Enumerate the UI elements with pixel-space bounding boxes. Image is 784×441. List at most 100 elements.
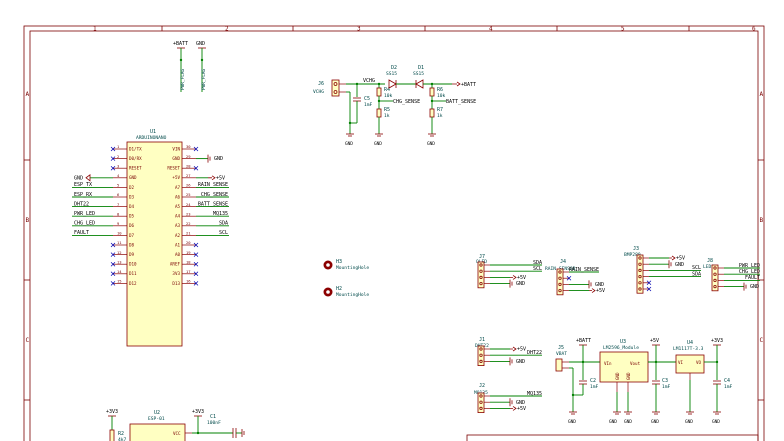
no-connect-mark <box>193 146 199 152</box>
u1-pin-name: A4 <box>175 214 181 219</box>
c4-ref: C4 <box>724 378 730 384</box>
j8-pin-3[interactable]: FAULT <box>713 275 760 282</box>
j1-pin-1[interactable]: +5V <box>479 347 526 353</box>
j7-pin-1[interactable]: SDA <box>479 260 542 267</box>
gnd-symbol <box>588 280 592 289</box>
r7-value: 1k <box>437 113 443 119</box>
j1-pin-2[interactable]: DHT22 <box>479 350 542 357</box>
j2-pin-1[interactable]: MQ135 <box>479 391 542 398</box>
r2-resistor[interactable] <box>109 429 115 441</box>
d1-diode[interactable] <box>415 79 424 89</box>
j8-pin-4[interactable]: GND <box>713 282 759 291</box>
j6-connector[interactable] <box>331 79 340 97</box>
u1-pin-name: D7 <box>129 233 135 238</box>
d2-diode[interactable] <box>388 79 397 89</box>
j1-net-label: GND <box>516 359 525 365</box>
u1-pin-left-2[interactable]: D0/RX2 <box>110 154 142 161</box>
r4-resistor[interactable] <box>376 87 382 97</box>
j4-pin-2[interactable] <box>558 275 572 281</box>
svg-text:+3V3: +3V3 <box>711 338 723 344</box>
j7-net-label: SDA <box>533 260 542 266</box>
r7-resistor[interactable] <box>429 108 435 118</box>
j1-net-label: DHT22 <box>527 350 542 356</box>
esp01-module-u2[interactable] <box>129 423 186 441</box>
j3-pin-1[interactable]: +5V <box>638 256 685 262</box>
mounting-hole-h2[interactable]: H2 MountingHole <box>323 286 370 298</box>
j4-pin-3[interactable]: GND <box>558 280 604 289</box>
no-connect-mark <box>566 275 572 281</box>
j8-net-label: FAULT <box>745 275 760 281</box>
no-connect-mark <box>110 281 116 286</box>
j7-pin-3[interactable]: +5V <box>479 275 526 281</box>
u1-pin-number: 22 <box>186 221 191 226</box>
j2-pin-2[interactable]: GND <box>479 398 525 407</box>
u1-pin-name: GND <box>172 156 180 161</box>
r6-resistor[interactable] <box>429 87 435 97</box>
j3-pin-3[interactable]: SCL <box>638 265 701 272</box>
frame-row-a: A <box>26 91 30 98</box>
u1-pin-number: 20 <box>186 240 191 245</box>
j8-pin-1[interactable]: PWR_LED <box>713 263 760 270</box>
j5-connector[interactable] <box>555 358 563 372</box>
lm2596-module-u3[interactable] <box>599 351 649 383</box>
u1-pin-left-1[interactable]: D1/TX1 <box>110 144 142 151</box>
u1-pin-number: 23 <box>186 211 191 216</box>
u4-value: LM1117T-3.3 <box>673 346 704 352</box>
u1-pin-name: A7 <box>175 185 181 190</box>
j3-pin-6[interactable] <box>638 286 652 292</box>
j2-pin-3[interactable]: +5V <box>479 406 526 412</box>
j3-pin-4[interactable]: SDA <box>638 271 701 279</box>
connector-j2[interactable]: J2MQ135MQ135GND+5V <box>474 383 542 414</box>
r5-resistor[interactable] <box>376 108 382 118</box>
mounting-hole-h3[interactable]: H3 MountingHole <box>323 259 370 271</box>
u1-pin-number: 16 <box>186 279 191 284</box>
j4-net-label: GND <box>595 282 604 288</box>
svg-text:+BATT: +BATT <box>576 338 591 344</box>
j4-pin-1[interactable]: RAIN_SENSE <box>558 267 599 274</box>
j8-pin-2[interactable]: CHG_LED <box>713 269 760 276</box>
j7-pin-2[interactable]: SCL <box>479 266 542 273</box>
u1-pin-number: 8 <box>117 211 120 216</box>
j3-pin-2[interactable]: GND <box>638 260 684 269</box>
u1-pin-number: 11 <box>117 240 122 245</box>
arduino-nano-u1[interactable]: U1 ARDUINONANO D1/TX1D0/RX2RESET3GND4GND… <box>72 129 229 347</box>
j7-pin-4[interactable]: GND <box>479 279 525 288</box>
j3-pin-5[interactable] <box>638 280 652 286</box>
j4-pin-4[interactable]: +5V <box>558 288 605 294</box>
j3-value: BMP280 <box>624 252 641 258</box>
j1-pin-3[interactable]: GND <box>479 357 525 366</box>
